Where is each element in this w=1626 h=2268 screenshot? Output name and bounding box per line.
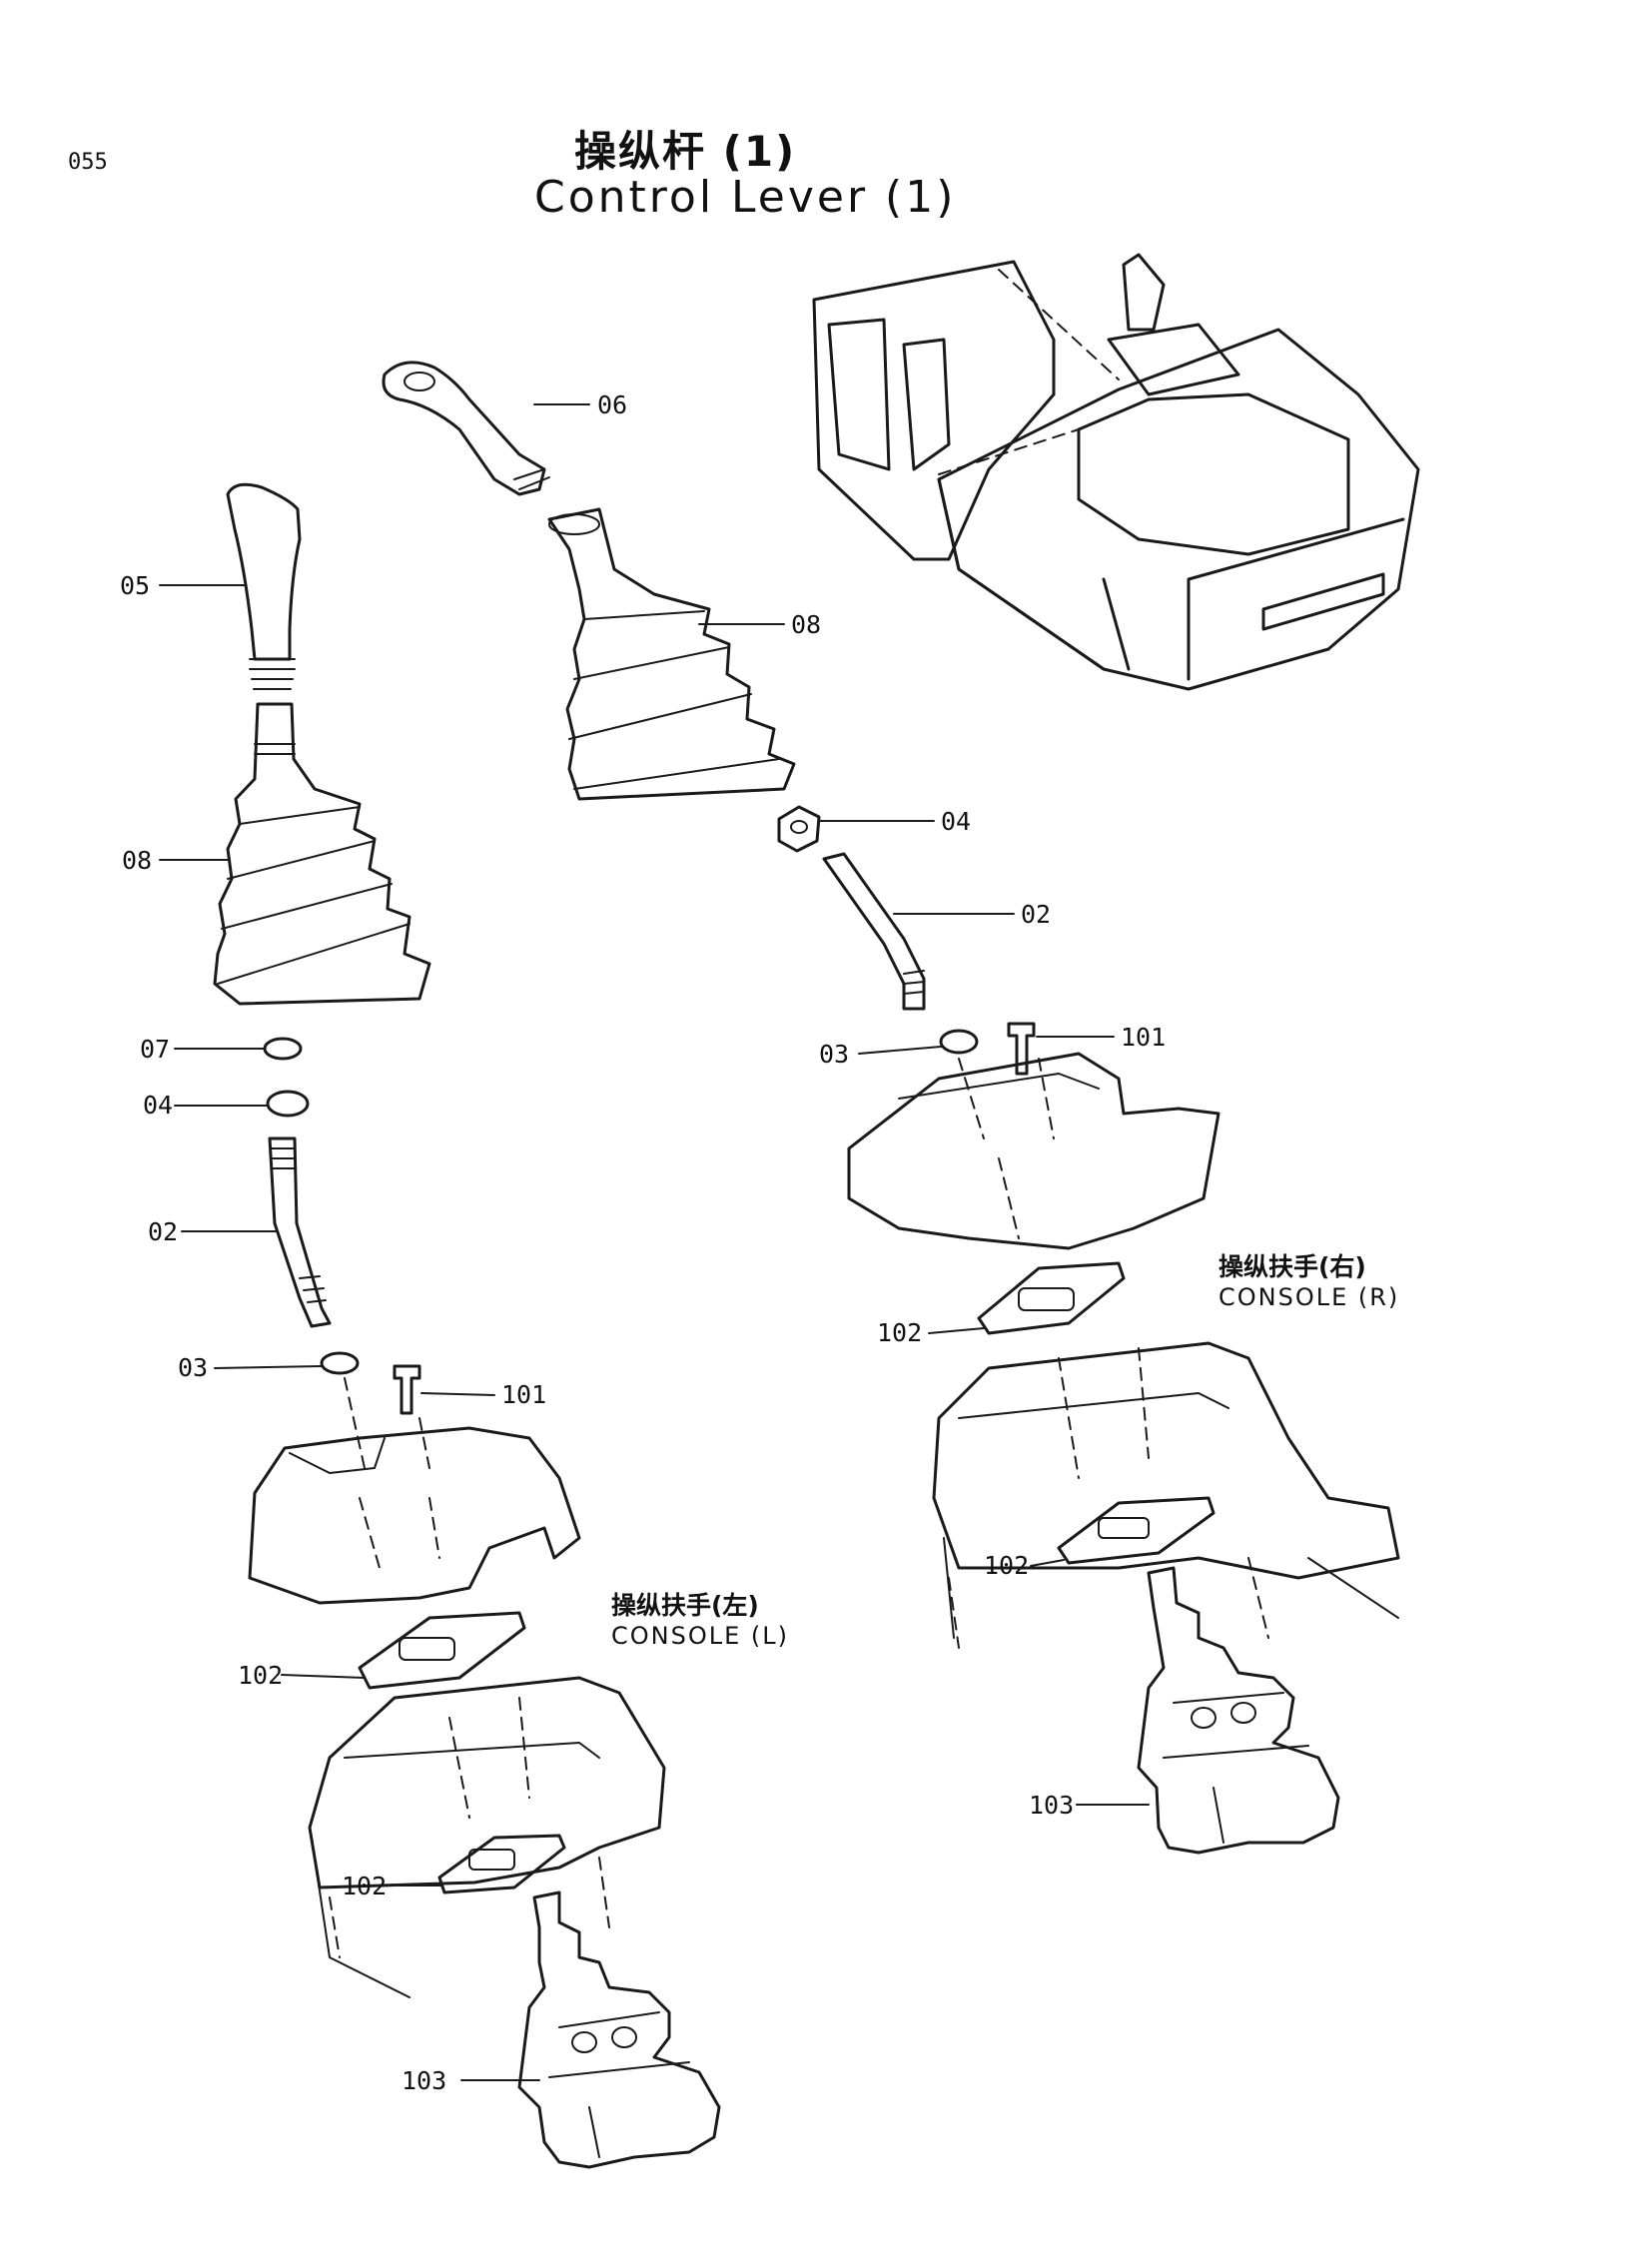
callout-03-right: 03 (819, 1040, 850, 1069)
left-grip-05 (226, 482, 302, 690)
callout-102-right-lower: 102 (984, 1551, 1030, 1580)
callout-102-left-upper: 102 (238, 1661, 284, 1690)
callout-102-right-upper: 102 (877, 1318, 923, 1347)
callout-101-left: 101 (501, 1380, 547, 1409)
callout-06: 06 (597, 390, 628, 419)
title-english: Control Lever (1) (534, 172, 957, 223)
excavator-overview-drawing (812, 253, 1420, 691)
right-lever-rod-02 (822, 852, 926, 1011)
left-gasket-102-upper (358, 1611, 526, 1690)
left-gasket-102-lower (437, 1834, 566, 1894)
title-chinese: 操纵杆 (1) (574, 127, 797, 176)
console-left-chinese: 操纵扶手(左) (611, 1591, 759, 1620)
left-nut-03-and-bolt-101 (320, 1351, 421, 1415)
console-right-label: 操纵扶手(右) CONSOLE (R) (1219, 1251, 1399, 1312)
callout-08-left: 08 (122, 846, 153, 875)
right-nut-04 (777, 805, 821, 853)
left-console-cover (248, 1377, 581, 1605)
callout-101-right: 101 (1121, 1023, 1167, 1052)
right-console-base (932, 1341, 1400, 1649)
page-number: 055 (68, 150, 108, 175)
right-pilot-valve-103 (1137, 1566, 1340, 1855)
console-right-english: CONSOLE (R) (1219, 1283, 1400, 1312)
left-boot-08 (213, 702, 431, 1006)
callout-03-left: 03 (178, 1353, 209, 1382)
callout-05: 05 (120, 571, 151, 600)
callout-07: 07 (140, 1035, 171, 1064)
callout-08-right: 08 (791, 610, 822, 639)
right-gasket-102-upper (977, 1261, 1126, 1335)
leader-lines (159, 403, 1150, 2081)
callout-103-right: 103 (1029, 1791, 1075, 1820)
console-left-english: CONSOLE (L) (611, 1622, 789, 1651)
console-left-label: 操纵扶手(左) CONSOLE (L) (611, 1590, 789, 1651)
right-boot-08 (547, 507, 796, 801)
callout-04-left: 04 (143, 1091, 174, 1120)
right-console-cover (847, 1052, 1220, 1250)
callout-102-left-lower: 102 (342, 1872, 388, 1900)
console-right-chinese: 操纵扶手(右) (1219, 1252, 1366, 1281)
callout-02-right: 02 (1021, 900, 1052, 929)
right-gasket-102-lower (1057, 1496, 1216, 1565)
left-nut-07-and-04 (263, 1037, 310, 1118)
callout-04-right: 04 (941, 807, 972, 836)
callout-02-left: 02 (148, 1217, 179, 1246)
right-grip-06 (382, 361, 550, 496)
callout-103-left: 103 (402, 2066, 447, 2095)
left-pilot-valve-103 (517, 1890, 721, 2169)
left-console-base (308, 1676, 666, 1998)
left-lever-rod-02 (268, 1136, 332, 1328)
right-nut-03-and-bolt-101 (939, 1022, 1036, 1076)
